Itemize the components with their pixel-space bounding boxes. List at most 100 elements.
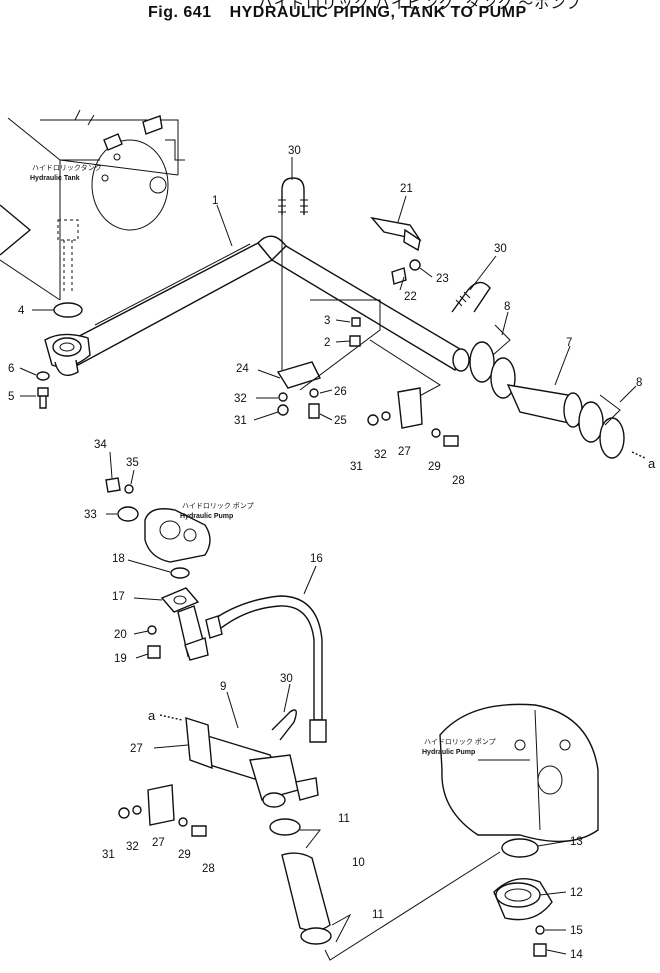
callout-32-mid: 32 (374, 449, 387, 461)
bolt-19 (147, 645, 161, 659)
figure-title: Fig. 641 HYDRAULIC PIPING, TANK TO PUMP (148, 4, 660, 22)
o-ring-13 (501, 838, 539, 858)
callout-11-upper: 11 (338, 813, 350, 825)
tank-label-jp: ハイドロリックタンク (32, 163, 102, 172)
washer-32a (278, 392, 288, 402)
washer-3 (351, 317, 361, 327)
callout-35: 35 (126, 457, 139, 469)
hydraulic-pump-upper (144, 508, 211, 563)
callout-1: 1 (212, 195, 218, 207)
pump-label-en: Hydraulic Pump (180, 513, 233, 520)
callout-26: 26 (334, 386, 347, 398)
callout-7: 7 (566, 337, 572, 349)
callout-3: 3 (324, 315, 330, 327)
callout-30-lower: 30 (280, 673, 293, 685)
hose-clamp-8a (469, 341, 495, 383)
callout-20: 20 (114, 629, 127, 641)
washer-32b (381, 411, 391, 421)
callout-25: 25 (334, 415, 347, 427)
bolt-25 (308, 403, 320, 419)
bracket-27a (397, 387, 423, 429)
pump2-label-en: Hydraulic Pump (422, 749, 475, 756)
washer-23 (409, 259, 421, 271)
u-bolt-30-right (451, 281, 491, 313)
callout-29-mid: 29 (428, 461, 441, 473)
callout-24: 24 (236, 363, 249, 375)
ref-a-right: a (648, 456, 656, 471)
callout-31-upper: 31 (234, 415, 247, 427)
callout-18: 18 (112, 553, 125, 565)
nut-31b (367, 414, 379, 426)
hose-assembly-7 (469, 324, 625, 459)
callout-23: 23 (436, 273, 449, 285)
washer-29a (431, 428, 441, 438)
hose-clamp-11a (269, 818, 301, 836)
callout-32-upper: 32 (234, 393, 247, 405)
bolt-2 (349, 335, 361, 347)
washer-29b (178, 817, 188, 827)
u-bolt-30-lower (271, 709, 297, 741)
o-ring-33 (117, 506, 139, 522)
support-24 (276, 361, 321, 389)
callout-27-mid: 27 (398, 446, 411, 458)
hose-clamp-8c (578, 401, 604, 443)
callout-31-lower: 31 (102, 849, 115, 861)
hose-16 (209, 595, 323, 721)
callout-14: 14 (570, 949, 583, 961)
figure-number: Fig. 641 (148, 4, 212, 21)
callout-11-lower: 11 (372, 909, 384, 921)
lower-pipe-9 (185, 717, 319, 808)
callout-6: 6 (8, 363, 14, 375)
callout-2: 2 (324, 337, 330, 349)
hydraulic-pump-lower (439, 703, 599, 843)
washer-20 (147, 625, 157, 635)
washer-6 (36, 371, 50, 381)
callout-28-lower: 28 (202, 863, 215, 875)
o-ring-18 (170, 567, 190, 579)
callout-5: 5 (8, 391, 14, 403)
callout-27-lower-left: 27 (130, 743, 143, 755)
leader-lines (19, 157, 637, 955)
ref-a-left: a (148, 708, 156, 723)
bolt-14 (533, 943, 547, 957)
hose-clamp-11b (300, 927, 332, 945)
callout-34: 34 (94, 439, 107, 451)
callout-28-mid: 28 (452, 475, 465, 487)
nut-31c (118, 807, 130, 819)
washer-32c (132, 805, 142, 815)
callout-30-right: 30 (494, 243, 507, 255)
nut-31a (277, 404, 289, 416)
u-bolt-30-top (281, 177, 305, 215)
callout-numbers: 30 21 1 30 23 22 4 8 3 2 7 6 24 8 5 32 2… (8, 145, 642, 961)
bolt-34 (105, 477, 121, 493)
callout-15: 15 (570, 925, 583, 937)
washer-26 (309, 388, 319, 398)
callout-30-top: 30 (288, 145, 301, 157)
elbow-17 (160, 587, 209, 661)
callout-21: 21 (400, 183, 413, 195)
callout-33: 33 (84, 509, 97, 521)
callout-29-lower: 29 (178, 849, 191, 861)
figure-caption: HYDRAULIC PIPING, TANK TO PUMP (229, 4, 527, 21)
japanese-title: ハイドロリック パイピング, タンク ～ポンプ (258, 0, 582, 12)
callout-4: 4 (18, 305, 25, 317)
callout-27-lower: 27 (152, 837, 165, 849)
callout-12: 12 (570, 887, 583, 899)
callout-22: 22 (404, 291, 417, 303)
callout-19: 19 (114, 653, 127, 665)
flange-12 (493, 878, 553, 921)
callout-8-lower: 8 (636, 377, 642, 389)
callout-8-upper: 8 (504, 301, 510, 313)
callout-17: 17 (112, 591, 125, 603)
bolt-28b (191, 825, 207, 837)
tank-label-en: Hydraulic Tank (30, 175, 80, 182)
hose-clamp-8d (599, 417, 625, 459)
callout-10: 10 (352, 857, 365, 869)
bolt-28a (443, 435, 459, 447)
bracket-27c (147, 784, 175, 826)
pump2-label-jp: ハイドロリック ポンプ (424, 738, 496, 746)
hose-10 (281, 852, 331, 932)
o-ring-4 (53, 302, 83, 318)
